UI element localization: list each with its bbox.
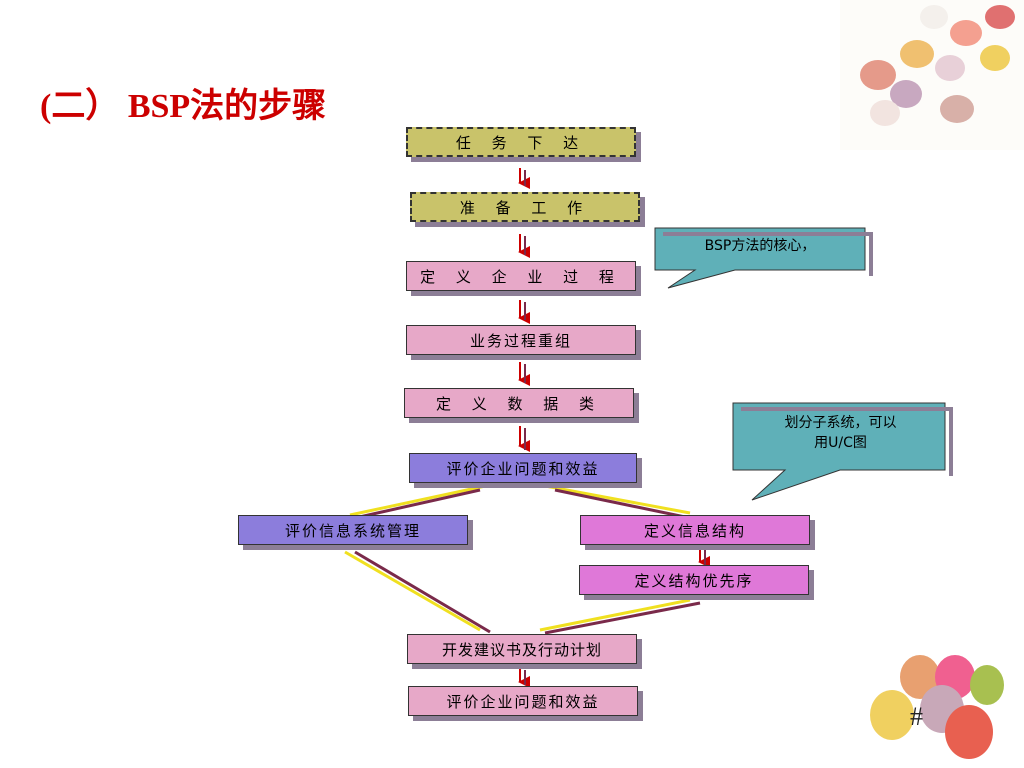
callout-subsystem-text: 划分子系统，可以 用U/C图 — [784, 415, 897, 451]
step-reorganize: 业务过程重组 — [406, 325, 636, 355]
callout-core-text: BSP方法的核心， — [704, 238, 816, 254]
merge-left — [344, 550, 481, 632]
step-evaluate-is: 评价信息系统管理 — [238, 515, 468, 545]
candy-decoration-top — [840, 0, 1024, 150]
callout-subsystem-shape — [732, 402, 946, 501]
slide-number: # — [910, 702, 923, 731]
step-evaluate-2: 评价企业问题和效益 — [408, 686, 638, 716]
step-priority: 定义结构优先序 — [579, 565, 809, 595]
candy-decoration-bottom — [860, 645, 1024, 768]
step-define-process: 定 义 企 业 过 程 — [406, 261, 636, 291]
slide-title: (二） BSP法的步骤 — [40, 88, 327, 125]
step-evaluate-1: 评价企业问题和效益 — [409, 453, 637, 483]
step-plan: 开发建议书及行动计划 — [407, 634, 637, 664]
step-define-data: 定 义 数 据 类 — [404, 388, 634, 418]
merge-right — [539, 598, 691, 632]
step-task: 任 务 下 达 — [406, 127, 636, 157]
step-define-info: 定义信息结构 — [580, 515, 810, 545]
step-prepare: 准 备 工 作 — [410, 192, 640, 222]
branch-left — [349, 483, 491, 517]
branch-right — [539, 483, 691, 515]
